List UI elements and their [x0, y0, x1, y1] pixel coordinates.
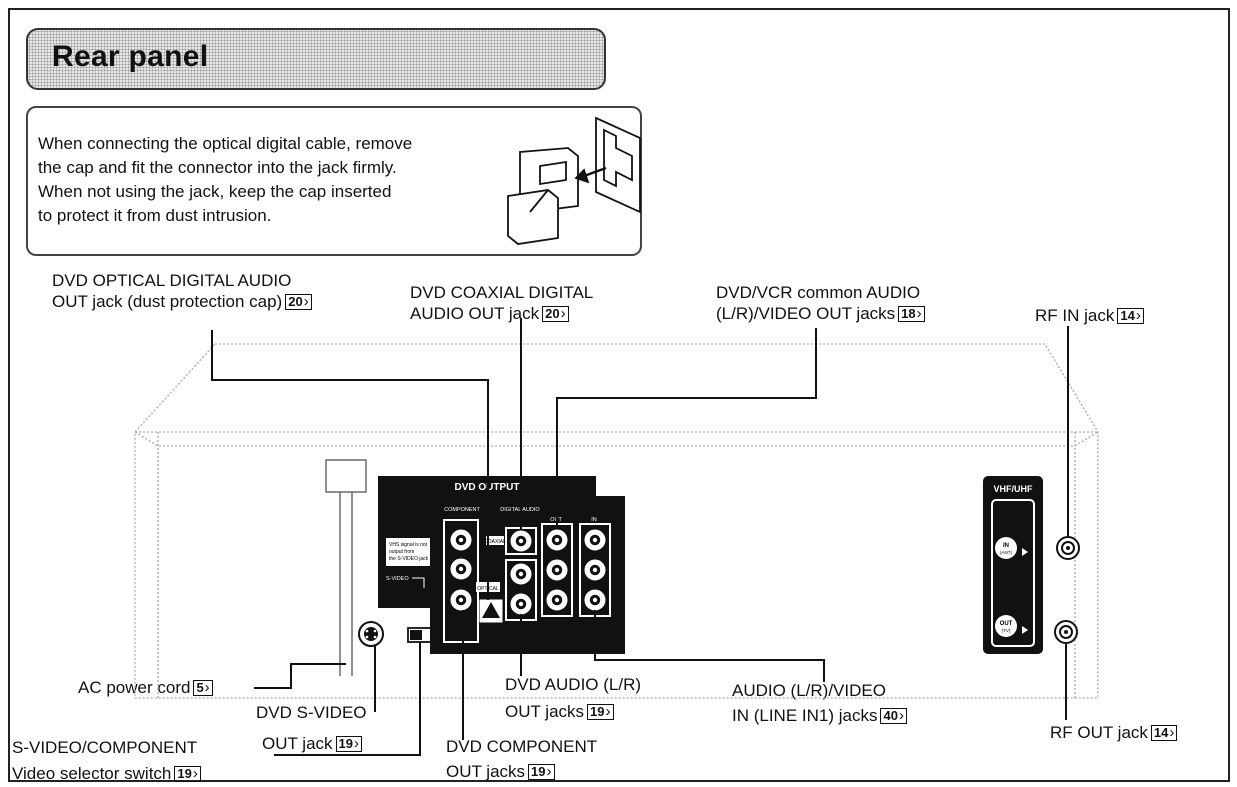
rf-jacks — [1054, 536, 1080, 644]
note-line: When connecting the optical digital cabl… — [38, 134, 413, 153]
page-ref: 19 — [587, 704, 614, 720]
note-box — [26, 106, 642, 256]
in-ant-label: IN — [1003, 543, 1009, 549]
page-ref: 5 — [193, 680, 213, 696]
coaxial-label: COAXIAL — [484, 539, 506, 545]
vhf-uhf-block: VHF/UHF IN (ANT) OUT (TV) — [983, 476, 1043, 654]
page-ref: 40 — [880, 708, 907, 724]
note-line: When not using the jack, keep the cap in… — [38, 182, 392, 201]
vhs-note: the S-VIDEO jack — [389, 556, 429, 562]
leader-lines — [211, 318, 1069, 756]
title-box — [26, 28, 606, 90]
diagram-frame — [8, 8, 1230, 782]
in-heading: IN — [591, 517, 597, 523]
s-video-switch-label: S-VIDEO — [386, 576, 409, 582]
in-ant-label: (ANT) — [1000, 550, 1012, 555]
note-line: the cap and fit the connector into the j… — [38, 158, 397, 177]
note-line: to protect it from dust intrusion. — [38, 206, 272, 225]
page-ref: 20 — [542, 306, 569, 322]
page-ref: 19 — [174, 766, 201, 782]
page-ref: 14 — [1117, 308, 1144, 324]
optical-jack-label: DVD OPTICAL DIGITAL AUDIO OUT jack (dust… — [52, 270, 312, 312]
page-title: Rear panel — [52, 40, 209, 73]
s-video-jack — [358, 621, 384, 647]
component-heading: COMPONENT — [444, 507, 480, 513]
vhs-note: VHS signal is not — [389, 542, 428, 548]
s-video-jack-label-1: DVD S-VIDEO — [256, 703, 367, 722]
out-tv-label: (TV) — [1002, 628, 1011, 633]
common-out-jacks-label: DVD/VCR common AUDIO (L/R)/VIDEO OUT jac… — [716, 282, 925, 324]
chassis-outline — [134, 343, 1099, 699]
page-ref: 14 — [1150, 725, 1178, 741]
vhs-note: output from — [389, 549, 414, 555]
page-ref: 19 — [335, 736, 363, 752]
vhf-uhf-heading: VHF/UHF — [994, 484, 1033, 494]
ac-power-cord — [325, 459, 367, 676]
page-ref: 18 — [898, 306, 925, 322]
out-tv-label: OUT — [1000, 621, 1013, 627]
optical-connector-illustration — [507, 116, 641, 245]
page-ref: 20 — [285, 294, 312, 310]
page-ref: 19 — [528, 764, 555, 780]
